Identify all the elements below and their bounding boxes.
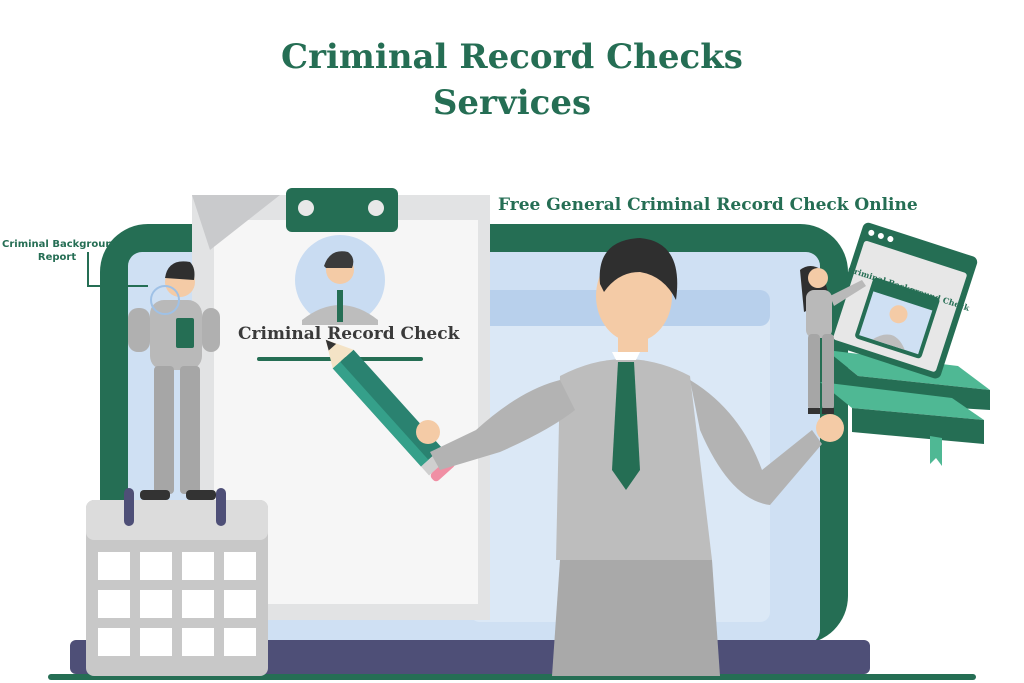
clipboard-clip	[286, 188, 398, 232]
background-report-label-line-2: Report	[37, 252, 77, 263]
page-title: Criminal Record Checks Services	[0, 34, 1024, 126]
presenter-figure	[416, 238, 844, 676]
books-icon	[820, 350, 990, 466]
ground-line	[48, 674, 976, 680]
page-title-line-1: Criminal Record Checks	[281, 37, 743, 77]
background-report-label: Criminal Background Report	[2, 238, 120, 264]
profile-avatar-icon	[295, 235, 385, 325]
background-report-label-line-1: Criminal Background	[2, 239, 120, 250]
report-leader-line	[87, 252, 148, 287]
document-sheet	[192, 188, 490, 620]
woman-figure	[800, 266, 866, 414]
page-title-line-2: Services	[432, 83, 592, 123]
document-title: Criminal Record Check	[238, 324, 460, 344]
browser-card-icon	[826, 222, 978, 379]
online-check-heading: Free General Criminal Record Check Onlin…	[498, 195, 918, 215]
calendar-icon	[86, 488, 268, 676]
man-figure	[128, 261, 220, 500]
